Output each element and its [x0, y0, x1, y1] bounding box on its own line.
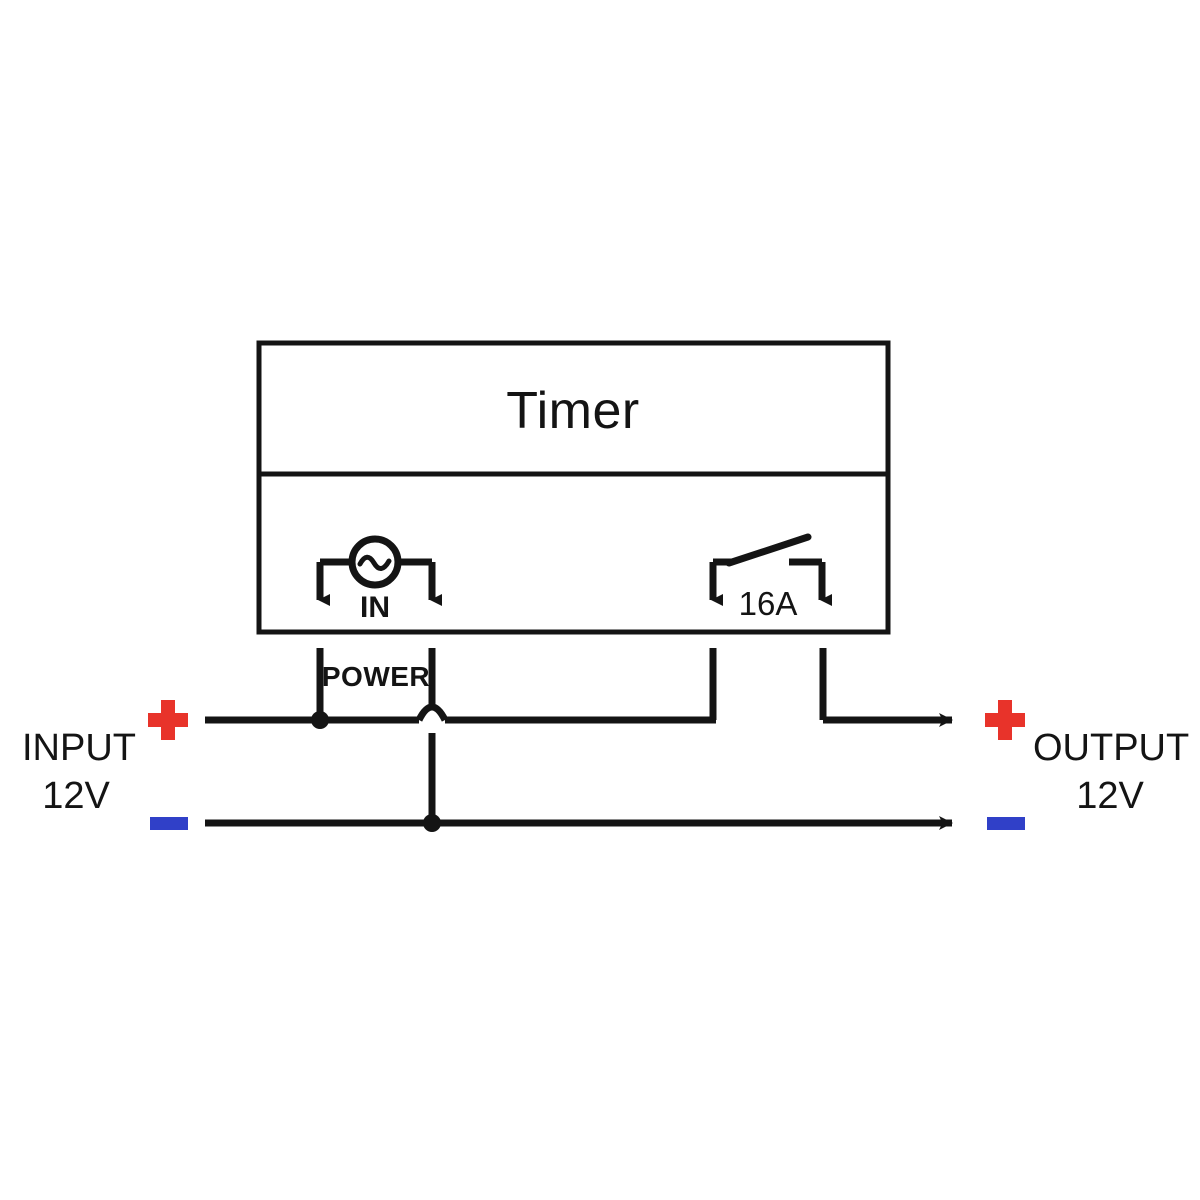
wire-hop-icon: [415, 703, 449, 722]
output-minus-icon: [987, 817, 1025, 830]
ac-input-terminal-group: IN: [316, 535, 442, 624]
load-terminal-wires: [709, 648, 827, 720]
positive-rail-group: [205, 703, 953, 729]
input-polarity-markers: [148, 700, 188, 830]
ac-input-label: IN: [360, 591, 390, 624]
input-plus-icon: [148, 700, 188, 740]
output-polarity-markers: [985, 700, 1025, 830]
power-label: POWER: [322, 661, 430, 692]
relay-rating-label: 16A: [739, 585, 798, 622]
output-label-group: OUTPUT 12V: [1033, 727, 1189, 817]
input-minus-icon: [150, 817, 188, 830]
relay-contact-group: 16A: [709, 533, 832, 622]
negative-rail-group: [205, 814, 953, 832]
power-terminal-wires: [316, 648, 436, 823]
ac-sine-icon: [357, 554, 392, 571]
timer-label: Timer: [506, 382, 639, 440]
input-voltage-label: 12V: [42, 775, 110, 817]
input-label-group: INPUT 12V: [22, 727, 136, 817]
output-plus-icon: [985, 700, 1025, 740]
output-name-label: OUTPUT: [1033, 727, 1189, 769]
junction-dot-positive: [311, 711, 329, 729]
output-voltage-label: 12V: [1076, 775, 1144, 817]
switch-contact-icon: [725, 533, 812, 567]
junction-dot-negative: [423, 814, 441, 832]
input-name-label: INPUT: [22, 727, 136, 769]
